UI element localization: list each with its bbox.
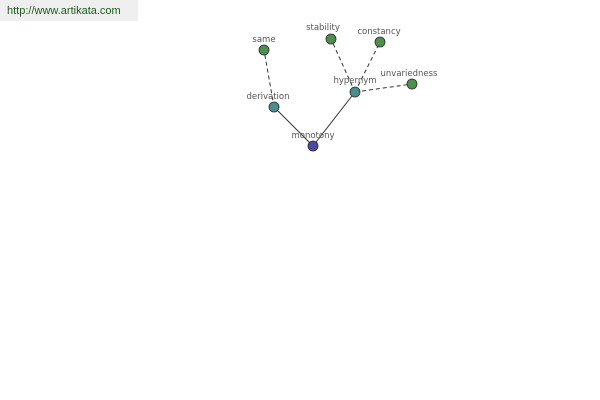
node-hypernym[interactable]: [349, 86, 361, 98]
label-hypernym: hypernym: [333, 76, 376, 86]
label-monotony: monotony: [291, 131, 334, 141]
node-unvariedness[interactable]: [406, 78, 418, 90]
source-link[interactable]: http://www.artikata.com: [7, 5, 121, 17]
label-unvariedness: unvariedness: [381, 69, 439, 79]
edge-hypernym-constancy: [354, 41, 381, 93]
node-stability[interactable]: [325, 33, 337, 45]
label-stability: stability: [306, 23, 340, 33]
label-same: same: [252, 35, 275, 45]
source-banner: http://www.artikata.com: [0, 0, 138, 21]
node-constancy[interactable]: [374, 36, 386, 48]
edge-hypernym-stability: [330, 38, 356, 93]
node-derivation[interactable]: [268, 101, 280, 113]
node-monotony[interactable]: [307, 140, 319, 152]
label-constancy: constancy: [357, 27, 400, 37]
edge-monotony-derivation: [273, 106, 314, 147]
label-derivation: derivation: [246, 92, 289, 102]
edge-derivation-same: [263, 49, 275, 108]
edge-hypernym-unvariedness: [354, 83, 413, 93]
node-same[interactable]: [258, 44, 270, 56]
edge-monotony-hypernym: [312, 91, 356, 147]
